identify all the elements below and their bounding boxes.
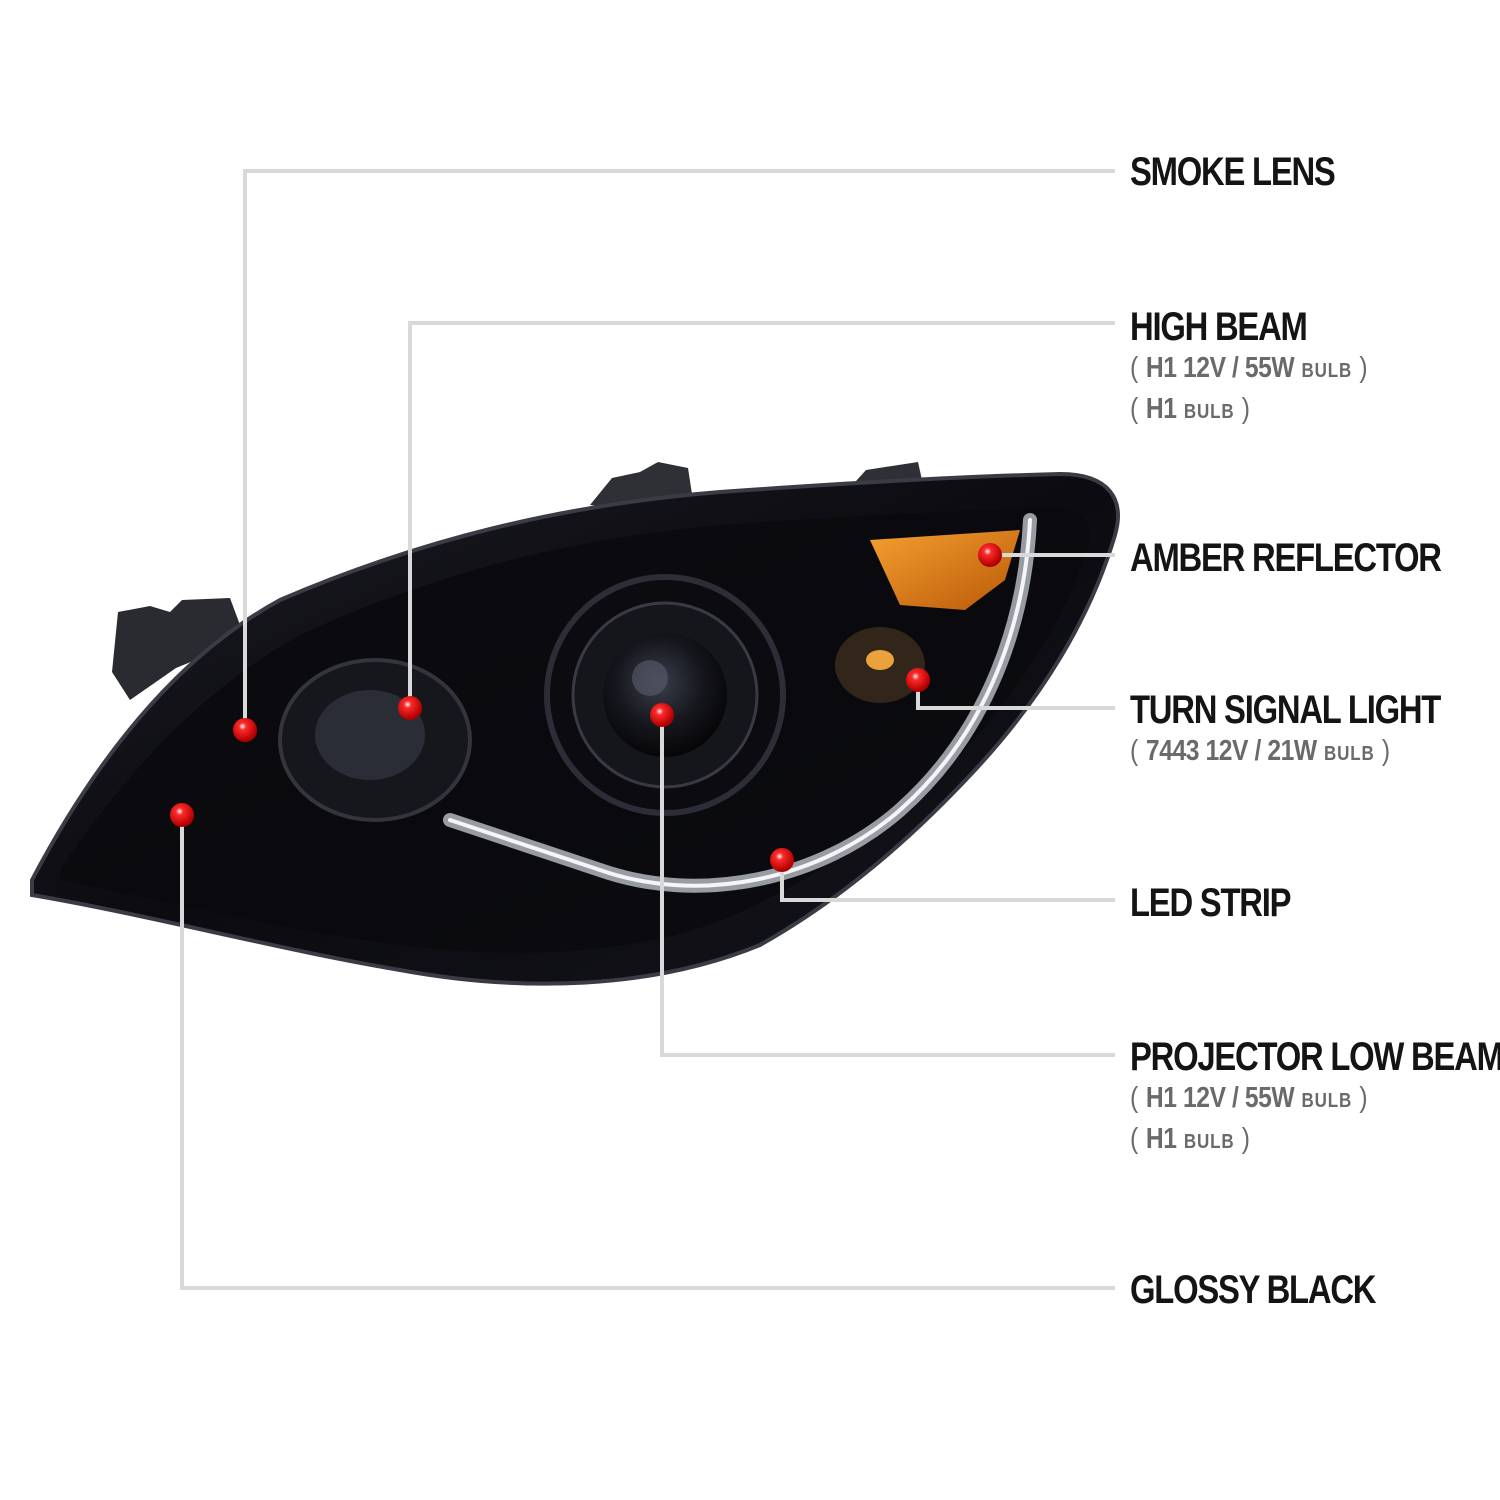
callout-high-beam: HIGH BEAM ( H1 12V / 55W BULB ) ( H1 BUL… [1130, 305, 1410, 431]
callout-title: PROJECTOR LOW BEAM [1130, 1035, 1500, 1079]
bulb-spec: ( 7443 12V / 21W BULB ) [1130, 735, 1391, 767]
marker-high-beam [398, 696, 422, 720]
marker-turn-signal-light [906, 668, 930, 692]
marker-amber-reflector [978, 543, 1002, 567]
callout-title: AMBER REFLECTOR [1130, 536, 1442, 580]
callout-markers [170, 543, 1002, 872]
callout-amber-reflector: AMBER REFLECTOR [1130, 536, 1500, 580]
callout-turn-signal-light: TURN SIGNAL LIGHT ( 7443 12V / 21W BULB … [1130, 688, 1500, 773]
bulb-spec: ( H1 12V / 55W BULB ) [1130, 352, 1369, 384]
callout-led-strip: LED STRIP [1130, 881, 1325, 925]
bulb-spec: ( H1 BULB ) [1130, 1123, 1251, 1155]
bulb-spec: ( H1 12V / 55W BULB ) [1130, 1082, 1369, 1114]
callout-title: TURN SIGNAL LIGHT [1130, 688, 1441, 732]
marker-projector-low-beam [650, 703, 674, 727]
marker-glossy-black [170, 803, 194, 827]
callout-title: SMOKE LENS [1130, 150, 1336, 194]
marker-led-strip [770, 848, 794, 872]
callout-title: GLOSSY BLACK [1130, 1268, 1376, 1312]
callout-title: LED STRIP [1130, 881, 1291, 925]
callout-title: HIGH BEAM [1130, 305, 1308, 349]
bulb-spec: ( H1 BULB ) [1130, 393, 1251, 425]
callout-smoke-lens: SMOKE LENS [1130, 150, 1379, 194]
leader-lines [180, 169, 1115, 1290]
callout-projector-low-beam: PROJECTOR LOW BEAM ( H1 12V / 55W BULB )… [1130, 1035, 1500, 1161]
marker-smoke-lens [233, 718, 257, 742]
callout-glossy-black: GLOSSY BLACK [1130, 1268, 1429, 1312]
